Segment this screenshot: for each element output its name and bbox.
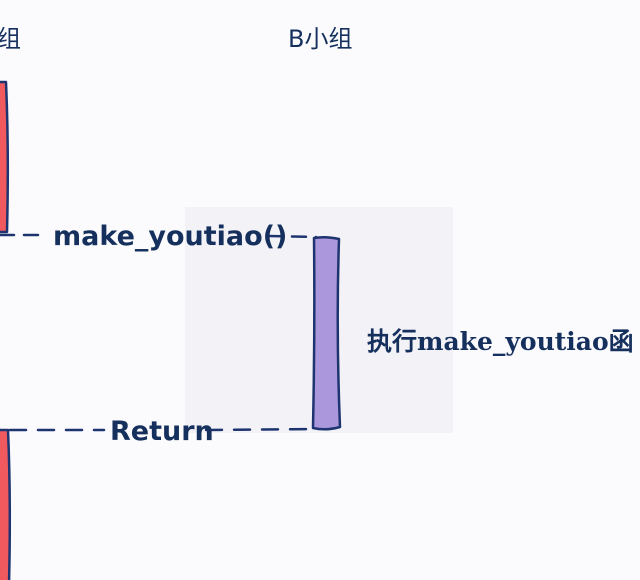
- lane-label-b: B小组: [288, 25, 352, 53]
- lane-label-a: 组: [0, 25, 21, 53]
- call-message-label: make_youtiao(): [53, 221, 287, 252]
- call-message-line-right: [266, 234, 318, 239]
- return-message-label: Return: [110, 416, 214, 447]
- activation-bar-a-top: [0, 80, 10, 234]
- return-message-line-right: [204, 427, 316, 432]
- activation-bar-a-bottom: [0, 428, 12, 580]
- activation-bar-b: [311, 235, 342, 431]
- execution-note: 执行make_youtiao函: [367, 327, 634, 356]
